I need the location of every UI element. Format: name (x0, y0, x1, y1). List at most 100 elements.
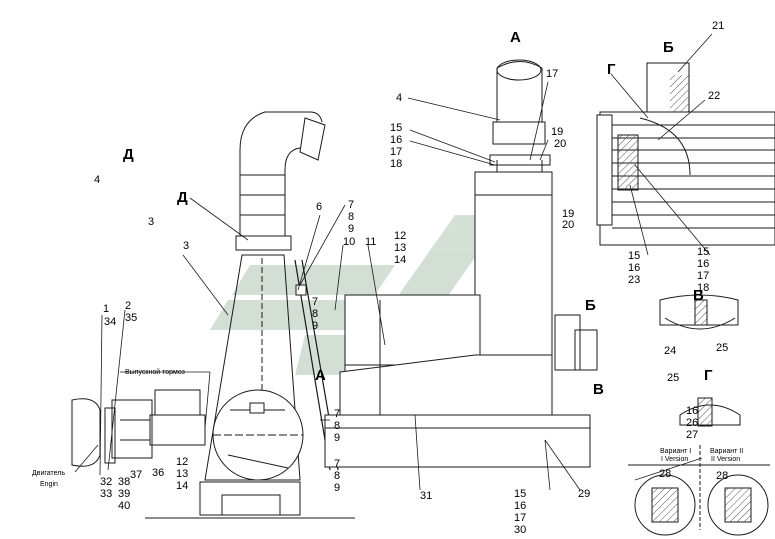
variant-1-label-en: I Version (661, 456, 689, 463)
section-mark-g-top: Г (607, 61, 616, 78)
stack-item: 12 (176, 456, 189, 468)
section-mark-b-top: Б (663, 39, 674, 56)
stack-item: 16 (628, 262, 641, 274)
callout-stack-7-9-b: 7 8 9 (312, 296, 318, 332)
stack-item: 17 (697, 270, 710, 282)
callout-4-d: 4 (94, 174, 101, 186)
callout-34: 34 (104, 316, 117, 328)
callout-36: 36 (152, 467, 165, 479)
stack-item: 7 (334, 458, 341, 470)
stack-item: 8 (334, 420, 341, 432)
exhaust-brake-label: Выпускной тормоз (125, 369, 185, 376)
stack-item: 16 (390, 134, 403, 146)
center-exhaust-assembly (324, 59, 598, 468)
stack-item: 7 (312, 296, 319, 308)
stack-item: 17 (390, 146, 403, 158)
stack-item: 17 (514, 512, 527, 524)
section-mark-a-mid: А (315, 367, 326, 384)
section-mark-g-detail: Г (704, 367, 713, 384)
stack-item: 8 (348, 211, 355, 223)
detail-g-view (679, 397, 741, 427)
callout-32: 32 (100, 476, 113, 488)
stack-item: 12 (394, 230, 407, 242)
stack-item: 18 (390, 158, 403, 170)
engine-label-en: Engin (40, 481, 58, 488)
callout-29: 29 (578, 488, 591, 500)
callout-3: 3 (183, 240, 190, 252)
stack-item: 27 (686, 429, 699, 441)
stack-item: 26 (686, 417, 699, 429)
stack-item: 9 (334, 482, 341, 494)
callout-21: 21 (712, 20, 725, 32)
stack-item: 9 (348, 223, 355, 235)
callout-11: 11 (365, 236, 377, 248)
callout-1: 1 (103, 303, 110, 315)
callout-stack-15-18-a: 15 16 17 18 (390, 122, 402, 170)
callout-6: 6 (316, 201, 323, 213)
stack-item: 8 (312, 308, 319, 320)
callout-stack-16-27: 16 26 27 (686, 405, 698, 441)
stack-item: 9 (334, 432, 341, 444)
callout-stack-15-30: 15 16 17 30 (514, 488, 526, 536)
callout-25-g: 25 (667, 372, 680, 384)
callout-stack-15-23: 15 16 23 (628, 250, 640, 286)
callout-25: 25 (716, 342, 729, 354)
callout-35: 35 (125, 312, 138, 324)
callout-33: 33 (100, 488, 113, 500)
stack-item: 18 (697, 282, 710, 294)
section-mark-v-mid: В (593, 381, 604, 398)
callout-24: 24 (664, 345, 677, 357)
stack-item: 15 (628, 250, 641, 262)
callout-20-b: 20 (562, 219, 575, 231)
stack-item: 15 (390, 122, 403, 134)
callout-stack-12-14-a: 12 13 14 (394, 230, 406, 266)
section-mark-d-top: Д (123, 146, 134, 163)
section-mark-v-detail: В (693, 287, 704, 304)
stack-item: 14 (394, 254, 407, 266)
detail-v-view (659, 294, 739, 330)
callout-10: 10 (343, 236, 356, 248)
callout-3-d: 3 (148, 216, 155, 228)
callout-stack-7-9-a: 7 8 9 (348, 199, 354, 235)
leader-lines (74, 33, 713, 491)
stack-item: 8 (334, 470, 341, 482)
callout-20: 20 (554, 138, 567, 150)
callout-28-v2: 28 (716, 470, 729, 482)
callout-37: 37 (130, 469, 143, 481)
callout-38: 38 (118, 476, 131, 488)
callout-39: 39 (118, 488, 131, 500)
section-mark-a-top: А (510, 29, 521, 46)
stack-item: 23 (628, 274, 641, 286)
callout-19: 19 (551, 126, 564, 138)
stack-item: 13 (394, 242, 407, 254)
stack-item: 15 (514, 488, 527, 500)
stack-item: 15 (697, 246, 710, 258)
section-mark-b-mid: Б (585, 297, 596, 314)
callout-22: 22 (708, 90, 721, 102)
stack-item: 7 (348, 199, 355, 211)
stack-item: 14 (176, 480, 189, 492)
section-mark-d-left: Д (177, 189, 188, 206)
variant-2-label-ru: Вариант II (710, 448, 744, 455)
stack-item: 13 (176, 468, 189, 480)
stack-item: 9 (312, 320, 319, 332)
detail-b-view (596, 62, 775, 246)
left-exhaust-assembly (71, 111, 355, 519)
stack-item: 16 (686, 405, 699, 417)
detail-versions (628, 445, 770, 536)
variant-1-label-ru: Вариант I (660, 448, 692, 455)
callout-40: 40 (118, 500, 131, 512)
callout-stack-12-14-b: 12 13 14 (176, 456, 188, 492)
stack-item: 16 (697, 258, 710, 270)
stack-item: 30 (514, 524, 527, 536)
callout-stack-7-9-d: 7 8 9 (334, 458, 340, 494)
callout-4: 4 (396, 92, 403, 104)
callout-2: 2 (125, 300, 132, 312)
variant-2-label-en: II Version (711, 456, 741, 463)
callout-28-v1: 28 (659, 468, 672, 480)
stack-item: 7 (334, 408, 341, 420)
callout-stack-15-18-b: 15 16 17 18 (697, 246, 709, 294)
callout-19-b: 19 (562, 208, 575, 220)
